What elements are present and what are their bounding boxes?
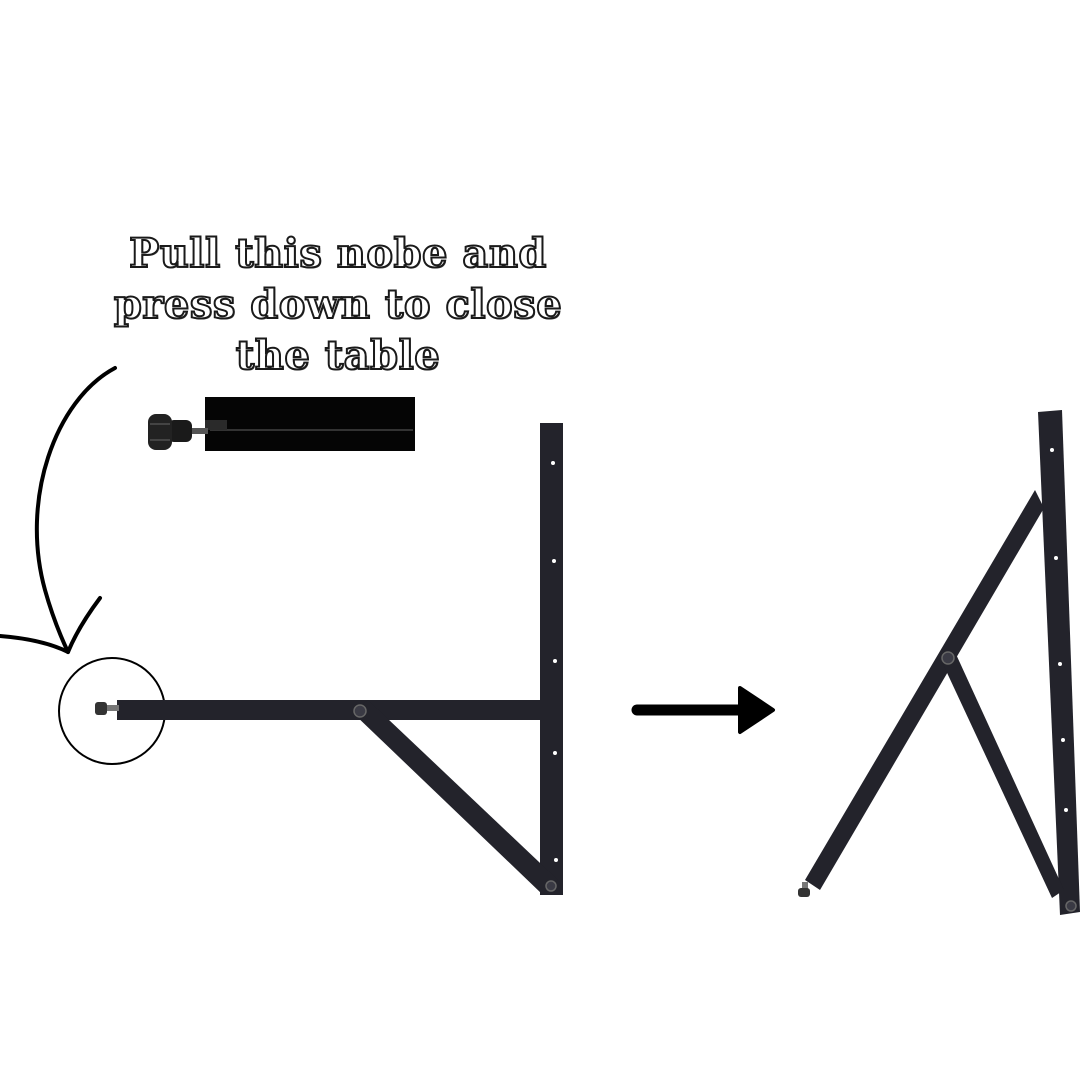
instruction-text: Pull this nobe and press down to close t… [88,228,588,381]
instruction-line-3: the table [235,331,441,380]
folded-table-frame [798,410,1080,915]
instruction-line-2: press down to close [113,280,563,329]
arrow-right-icon [631,686,775,734]
knob-detail-image [148,397,415,451]
instruction-line-1: Pull this nobe and [128,229,547,278]
curved-arrow-icon [0,366,117,654]
open-table-frame [95,423,563,895]
